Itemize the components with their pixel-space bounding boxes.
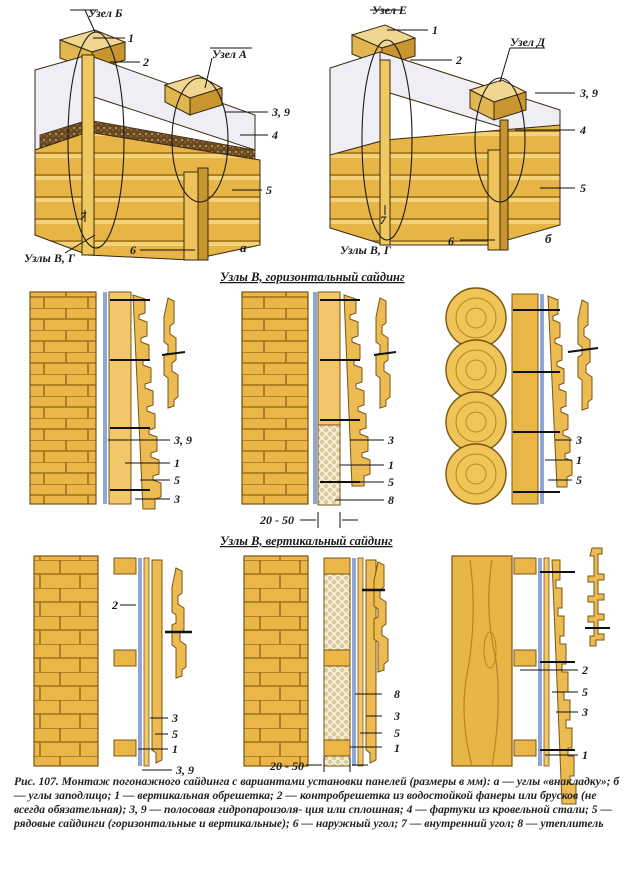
v-insul-label-3: 3 <box>393 709 400 723</box>
v-brick-label-3: 3 <box>171 711 178 725</box>
h-insul-label-8: 8 <box>388 493 394 507</box>
caption-line-3: из водостойкой фанеры или брусков (не вс… <box>14 789 597 816</box>
figure-caption: Рис. 107. Монтаж погонажного сайдинга с … <box>14 775 630 831</box>
vertical-insulated-section: 8 3 5 1 20 - 50 <box>243 555 400 773</box>
horizontal-brick-section: 3, 9 1 5 3 <box>29 291 192 510</box>
v-insul-label-5: 5 <box>394 726 400 740</box>
callout-1-right: 1 <box>432 23 438 37</box>
horizontal-log-section: 3 1 5 <box>445 287 599 505</box>
corner-flush-drawing <box>329 9 575 251</box>
callout-2-right: 2 <box>455 53 462 67</box>
callout-4: 4 <box>271 128 278 142</box>
h-log-label-1: 1 <box>576 453 582 467</box>
caption-line-5: и вертикальные); 6 — наружный угол; 7 — … <box>199 817 604 830</box>
h-insul-label-1: 1 <box>388 458 394 472</box>
h-log-label-5: 5 <box>576 473 582 487</box>
corner-overlap-labels: Узел Б Узел А Узлы В, Г 1 2 3, 9 4 5 6 7… <box>24 6 290 265</box>
v-log-label-5: 5 <box>582 685 588 699</box>
callout-5-right: 5 <box>580 181 586 195</box>
h-brick-label-1: 1 <box>174 456 180 470</box>
panel-letter-a: а <box>240 240 247 255</box>
callout-6-right: 6 <box>448 234 454 248</box>
corner-flush-labels: Узел Е Узел Д Узлы В, Г 1 2 3, 9 4 5 6 7… <box>340 3 598 257</box>
h-insul-label-3: 3 <box>387 433 394 447</box>
v-insul-label-8: 8 <box>394 687 400 701</box>
h-insul-label-5: 5 <box>388 475 394 489</box>
horizontal-insulated-section: 3 1 5 8 20 - 50 <box>241 291 397 528</box>
v-insul-label-1: 1 <box>394 741 400 755</box>
node-d-label: Узел Д <box>510 35 546 49</box>
node-b-label: Узел Б <box>88 6 123 20</box>
callout-4-right: 4 <box>579 123 586 137</box>
nodes-vg-label: Узлы В, Г <box>24 251 76 265</box>
h-log-label-3: 3 <box>575 433 582 447</box>
v-gap-label: 20 - 50 <box>269 759 304 773</box>
h-brick-label-3: 3 <box>173 492 180 506</box>
node-e-label: Узел Е <box>372 3 407 17</box>
v-log-label-2: 2 <box>581 663 588 677</box>
panel-letter-b: б <box>545 231 552 246</box>
caption-line-2: а — углы «внакладку»; б — углы заподлицо… <box>14 775 620 802</box>
h-gap-label: 20 - 50 <box>259 513 294 527</box>
callout-2: 2 <box>142 55 149 69</box>
callout-5: 5 <box>266 183 272 197</box>
caption-line-1: Рис. 107. Монтаж погонажного сайдинга с … <box>14 775 491 788</box>
h-brick-label-3-9: 3, 9 <box>173 433 192 447</box>
v-brick-label-1: 1 <box>172 742 178 756</box>
callout-3-9: 3, 9 <box>271 105 290 119</box>
callout-1: 1 <box>128 31 134 45</box>
vertical-log-section: 2 5 3 1 <box>451 547 610 805</box>
h-brick-label-5: 5 <box>174 473 180 487</box>
vertical-brick-section: 2 3 5 1 3, 9 <box>33 555 194 777</box>
log-stack <box>445 287 507 505</box>
v-brick-label-3-9: 3, 9 <box>175 763 194 777</box>
v-log-label-3: 3 <box>581 705 588 719</box>
callout-3-9-right: 3, 9 <box>579 86 598 100</box>
callout-7-right: 7 <box>380 213 387 227</box>
caption-line-4: ция или сплошная; 4 — фартуки из кровель… <box>14 803 613 830</box>
v-brick-label-5: 5 <box>172 727 178 741</box>
v-brick-label-2: 2 <box>111 598 118 612</box>
v-log-label-1: 1 <box>582 748 588 762</box>
callout-6: 6 <box>130 243 136 257</box>
horizontal-siding-title: Узлы В, горизонтальный сайдинг <box>220 270 405 284</box>
corner-overlap-drawing <box>34 9 268 261</box>
nodes-vg-label-right: Узлы В, Г <box>340 243 392 257</box>
vertical-siding-title: Узлы В, вертикальный сайдинг <box>220 534 393 548</box>
node-a-label: Узел А <box>212 47 247 61</box>
callout-7: 7 <box>80 209 87 223</box>
